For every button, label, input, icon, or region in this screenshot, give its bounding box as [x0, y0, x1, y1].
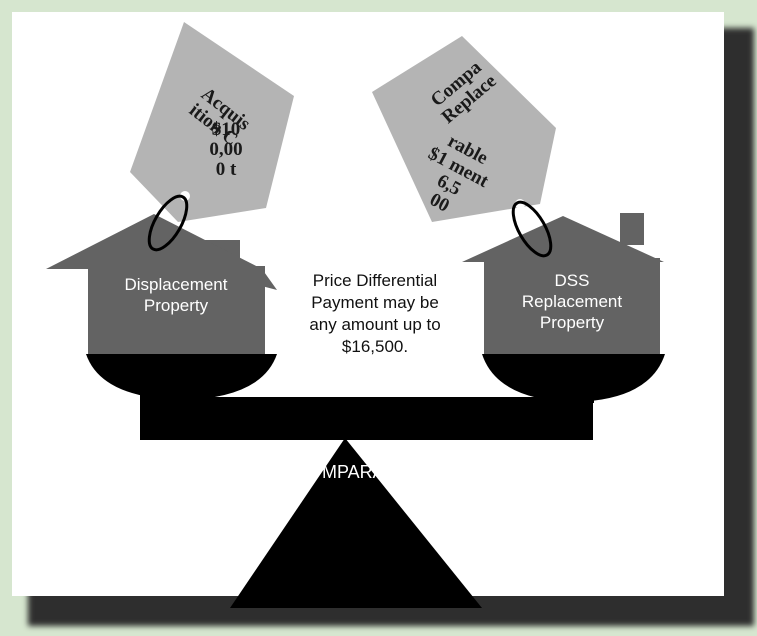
left-house [46, 214, 277, 354]
right-house-label-line-2: Replacement [521, 292, 623, 311]
center-text-line-1: Price Differential [312, 271, 438, 290]
right-price-tag [372, 36, 556, 222]
left-tag-string [147, 194, 189, 252]
left-house-label-line-1: Displacement [124, 275, 228, 294]
left-tag-amount: $10 0,00 0 t [198, 120, 254, 180]
left-tag-line-4: 0,00 [209, 139, 243, 160]
left-tag-hole [180, 191, 190, 201]
center-text-line-2: Payment may be [311, 293, 439, 312]
left-tag-line-3: $10 [211, 119, 241, 140]
center-text-line-4: $16,500. [341, 337, 409, 356]
left-house-label: Displacement Property [92, 274, 260, 316]
right-house-label: DSS Replacement Property [486, 270, 658, 333]
price-differential-text: Price Differential Payment may be any am… [282, 270, 468, 358]
center-text-line-3: any amount up to [309, 315, 441, 334]
right-tag-string [511, 200, 553, 258]
right-house [462, 213, 664, 354]
scale-beam [140, 397, 593, 440]
right-scale-pan [482, 354, 665, 402]
fulcrum-triangle [230, 438, 482, 608]
right-house-label-line-1: DSS [554, 271, 590, 290]
left-house-label-line-2: Property [143, 296, 209, 315]
left-scale-pan [86, 354, 277, 400]
right-house-label-line-3: Property [539, 313, 605, 332]
left-tag-line-5: 0 t [215, 159, 237, 180]
left-price-tag [130, 22, 294, 222]
fulcrum-label: MPARA [322, 462, 385, 482]
